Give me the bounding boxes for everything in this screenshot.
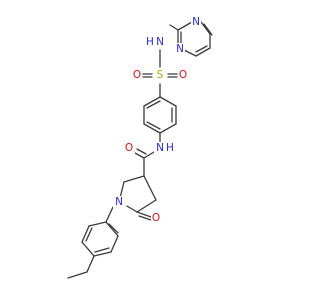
bond bbox=[108, 223, 119, 234]
bond bbox=[88, 221, 107, 227]
bond bbox=[146, 121, 161, 130]
bond bbox=[143, 123, 161, 134]
bond bbox=[126, 205, 138, 213]
bond bbox=[94, 247, 110, 253]
bond bbox=[105, 221, 119, 237]
bond bbox=[136, 148, 147, 155]
pyrimidine-n2-label: N bbox=[176, 43, 184, 55]
bond bbox=[134, 152, 145, 159]
bond bbox=[123, 175, 145, 183]
bond bbox=[67, 271, 88, 279]
bond bbox=[143, 151, 155, 159]
bond bbox=[81, 241, 95, 257]
bond bbox=[119, 181, 125, 199]
sulfonamide-h-label: H bbox=[146, 36, 154, 48]
bond bbox=[136, 211, 152, 218]
bond bbox=[85, 227, 93, 242]
bond bbox=[169, 24, 179, 31]
bond bbox=[110, 235, 119, 253]
bond bbox=[86, 255, 95, 273]
sulfonyl-oxygen-right-label: O bbox=[179, 69, 187, 81]
bond bbox=[203, 23, 213, 36]
amide-h-label: H bbox=[166, 142, 174, 154]
bond bbox=[195, 47, 211, 57]
amide-oxygen-label: O bbox=[125, 142, 133, 154]
bonds bbox=[67, 21, 213, 279]
bond bbox=[143, 175, 157, 201]
bond bbox=[195, 45, 208, 53]
sulfonamide-n-label: N bbox=[156, 36, 164, 48]
bond bbox=[143, 96, 161, 107]
bond bbox=[159, 123, 177, 134]
bond bbox=[183, 49, 197, 57]
atom-labels: N N N H O S O O N H N O bbox=[113, 16, 201, 225]
bond bbox=[200, 21, 211, 35]
sulfonyl-oxygen-left-label: O bbox=[133, 69, 141, 81]
bond bbox=[159, 96, 177, 107]
pyrimidine-n1-label: N bbox=[192, 16, 200, 28]
bond bbox=[138, 215, 152, 221]
bond bbox=[81, 225, 90, 243]
bond bbox=[93, 251, 112, 257]
sulfur-label: S bbox=[157, 69, 164, 81]
amide-n-label: N bbox=[156, 142, 164, 154]
pyrrolidinone-n-label: N bbox=[115, 196, 123, 208]
bond bbox=[177, 21, 193, 31]
bond bbox=[105, 206, 114, 223]
molecule-structure: N N N H O S O O N H N O bbox=[67, 16, 213, 279]
bond bbox=[136, 199, 157, 213]
bond bbox=[146, 100, 161, 109]
ketone-oxygen-label: O bbox=[152, 212, 160, 224]
